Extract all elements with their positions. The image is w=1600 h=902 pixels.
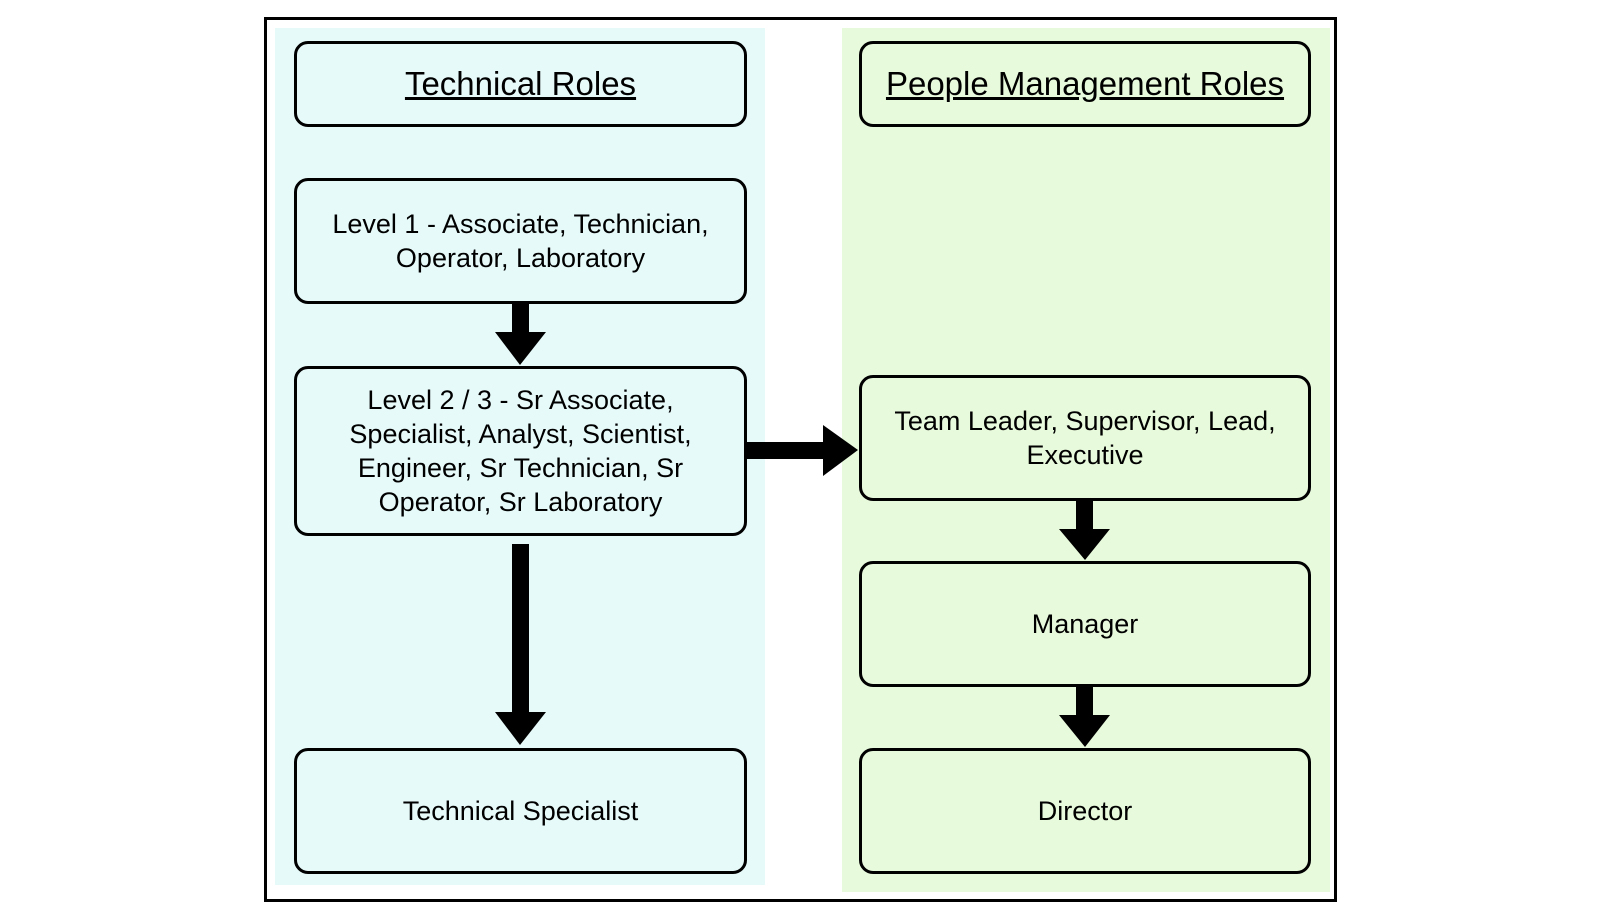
level-1-label: Level 1 - Associate, Technician, Operato… (332, 209, 709, 273)
people-management-roles-header: People Management Roles (859, 41, 1311, 127)
director-box: Director (859, 748, 1311, 874)
director-label: Director (1037, 796, 1133, 826)
team-leader-label: Team Leader, Supervisor, Lead, Executive (894, 406, 1276, 470)
team-leader-box: Team Leader, Supervisor, Lead, Executive (859, 375, 1311, 501)
technical-specialist-label: Technical Specialist (402, 796, 639, 826)
technical-roles-title: Technical Roles (404, 65, 637, 102)
technical-roles-header: Technical Roles (294, 41, 747, 127)
people-management-roles-title: People Management Roles (885, 65, 1285, 102)
level-2-3-box: Level 2 / 3 - Sr Associate, Specialist, … (294, 366, 747, 536)
technical-specialist-box: Technical Specialist (294, 748, 747, 874)
manager-box: Manager (859, 561, 1311, 687)
manager-label: Manager (1031, 609, 1139, 639)
level-1-box: Level 1 - Associate, Technician, Operato… (294, 178, 747, 304)
level-2-3-label: Level 2 / 3 - Sr Associate, Specialist, … (349, 385, 692, 517)
